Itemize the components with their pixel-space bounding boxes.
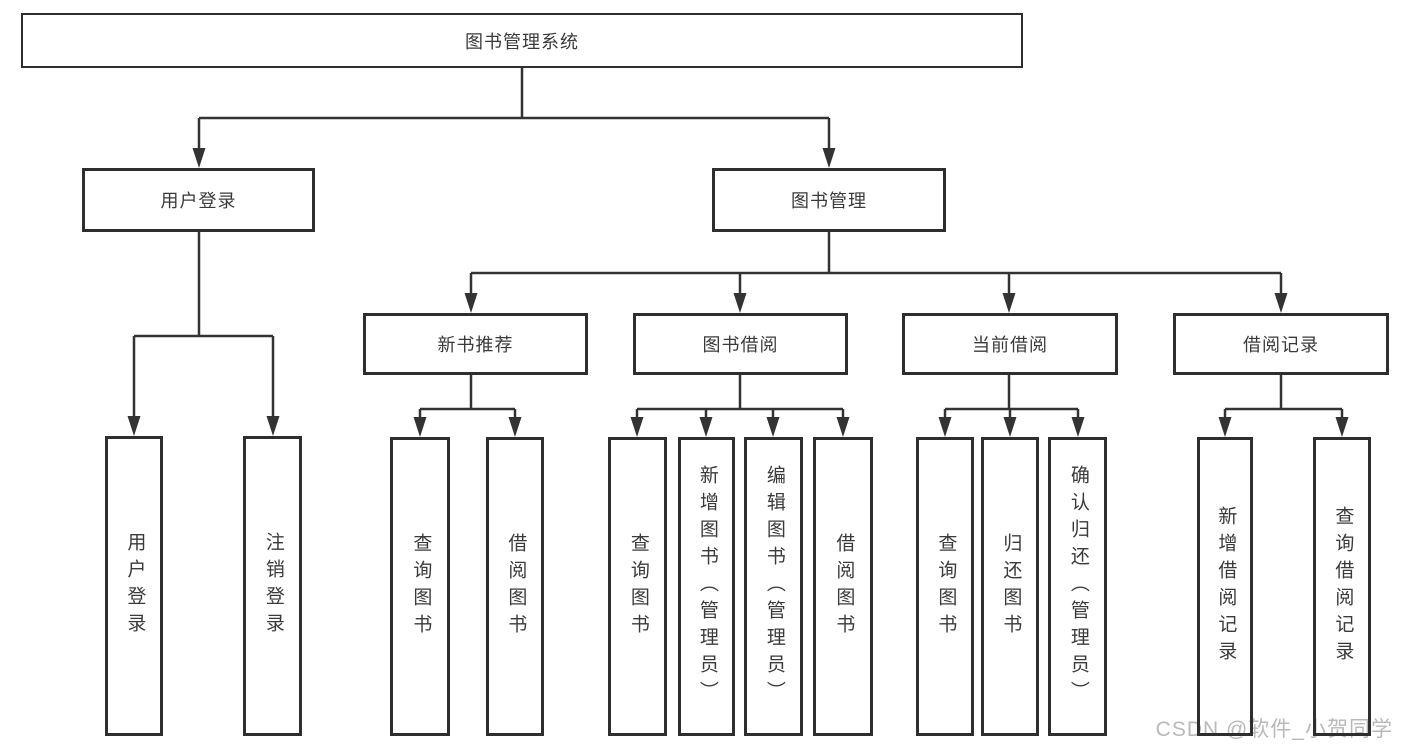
leaf-query-borrow-record: 查询借阅记录 [1313,437,1371,736]
leaf-add-borrow-record: 新增借阅记录 [1197,437,1253,736]
node-new-book-recommend: 新书推荐 [363,313,588,375]
leaf-borrow-books-recommend: 借阅图书 [486,437,544,736]
leaf-edit-books-admin: 编辑图书（管理员） [744,437,803,736]
leaf-add-books-admin: 新增图书（管理员） [678,437,735,736]
node-book-borrowing: 图书借阅 [633,313,848,375]
connector-root-to-level2 [197,68,831,152]
leaf-query-books-borrow: 查询图书 [608,437,667,736]
connector-book-mgmt-branch [469,232,1283,295]
csdn-watermark: CSDN @软件_小贺同学 [1155,718,1393,741]
arrowheads-leaf-row [413,417,1349,437]
leaf-borrow-books: 借阅图书 [813,437,873,736]
leaf-confirm-return-admin: 确认归还（管理员） [1048,437,1107,736]
leaf-query-books-current: 查询图书 [916,437,974,736]
leaf-query-books-recommend: 查询图书 [390,437,450,736]
leaf-return-books: 归还图书 [981,437,1039,736]
node-book-management: 图书管理 [712,168,946,232]
node-user-login: 用户登录 [82,168,315,232]
connector-book-borrow-branch [635,375,845,419]
leaf-user-login: 用户登录 [105,436,163,736]
arrowheads-user-login-branch [127,416,280,436]
node-current-borrowing: 当前借阅 [902,313,1118,375]
node-borrowing-records: 借阅记录 [1173,313,1389,375]
connector-user-login-branch [132,232,275,418]
connector-new-books-branch [418,375,517,419]
node-root-system: 图书管理系统 [21,13,1023,68]
leaf-logout: 注销登录 [243,436,302,736]
arrowheads-level3 [464,293,1288,313]
connector-current-borrow-branch [943,375,1080,419]
arrowheads-level2 [192,148,836,168]
connector-borrow-records-branch [1223,375,1344,419]
